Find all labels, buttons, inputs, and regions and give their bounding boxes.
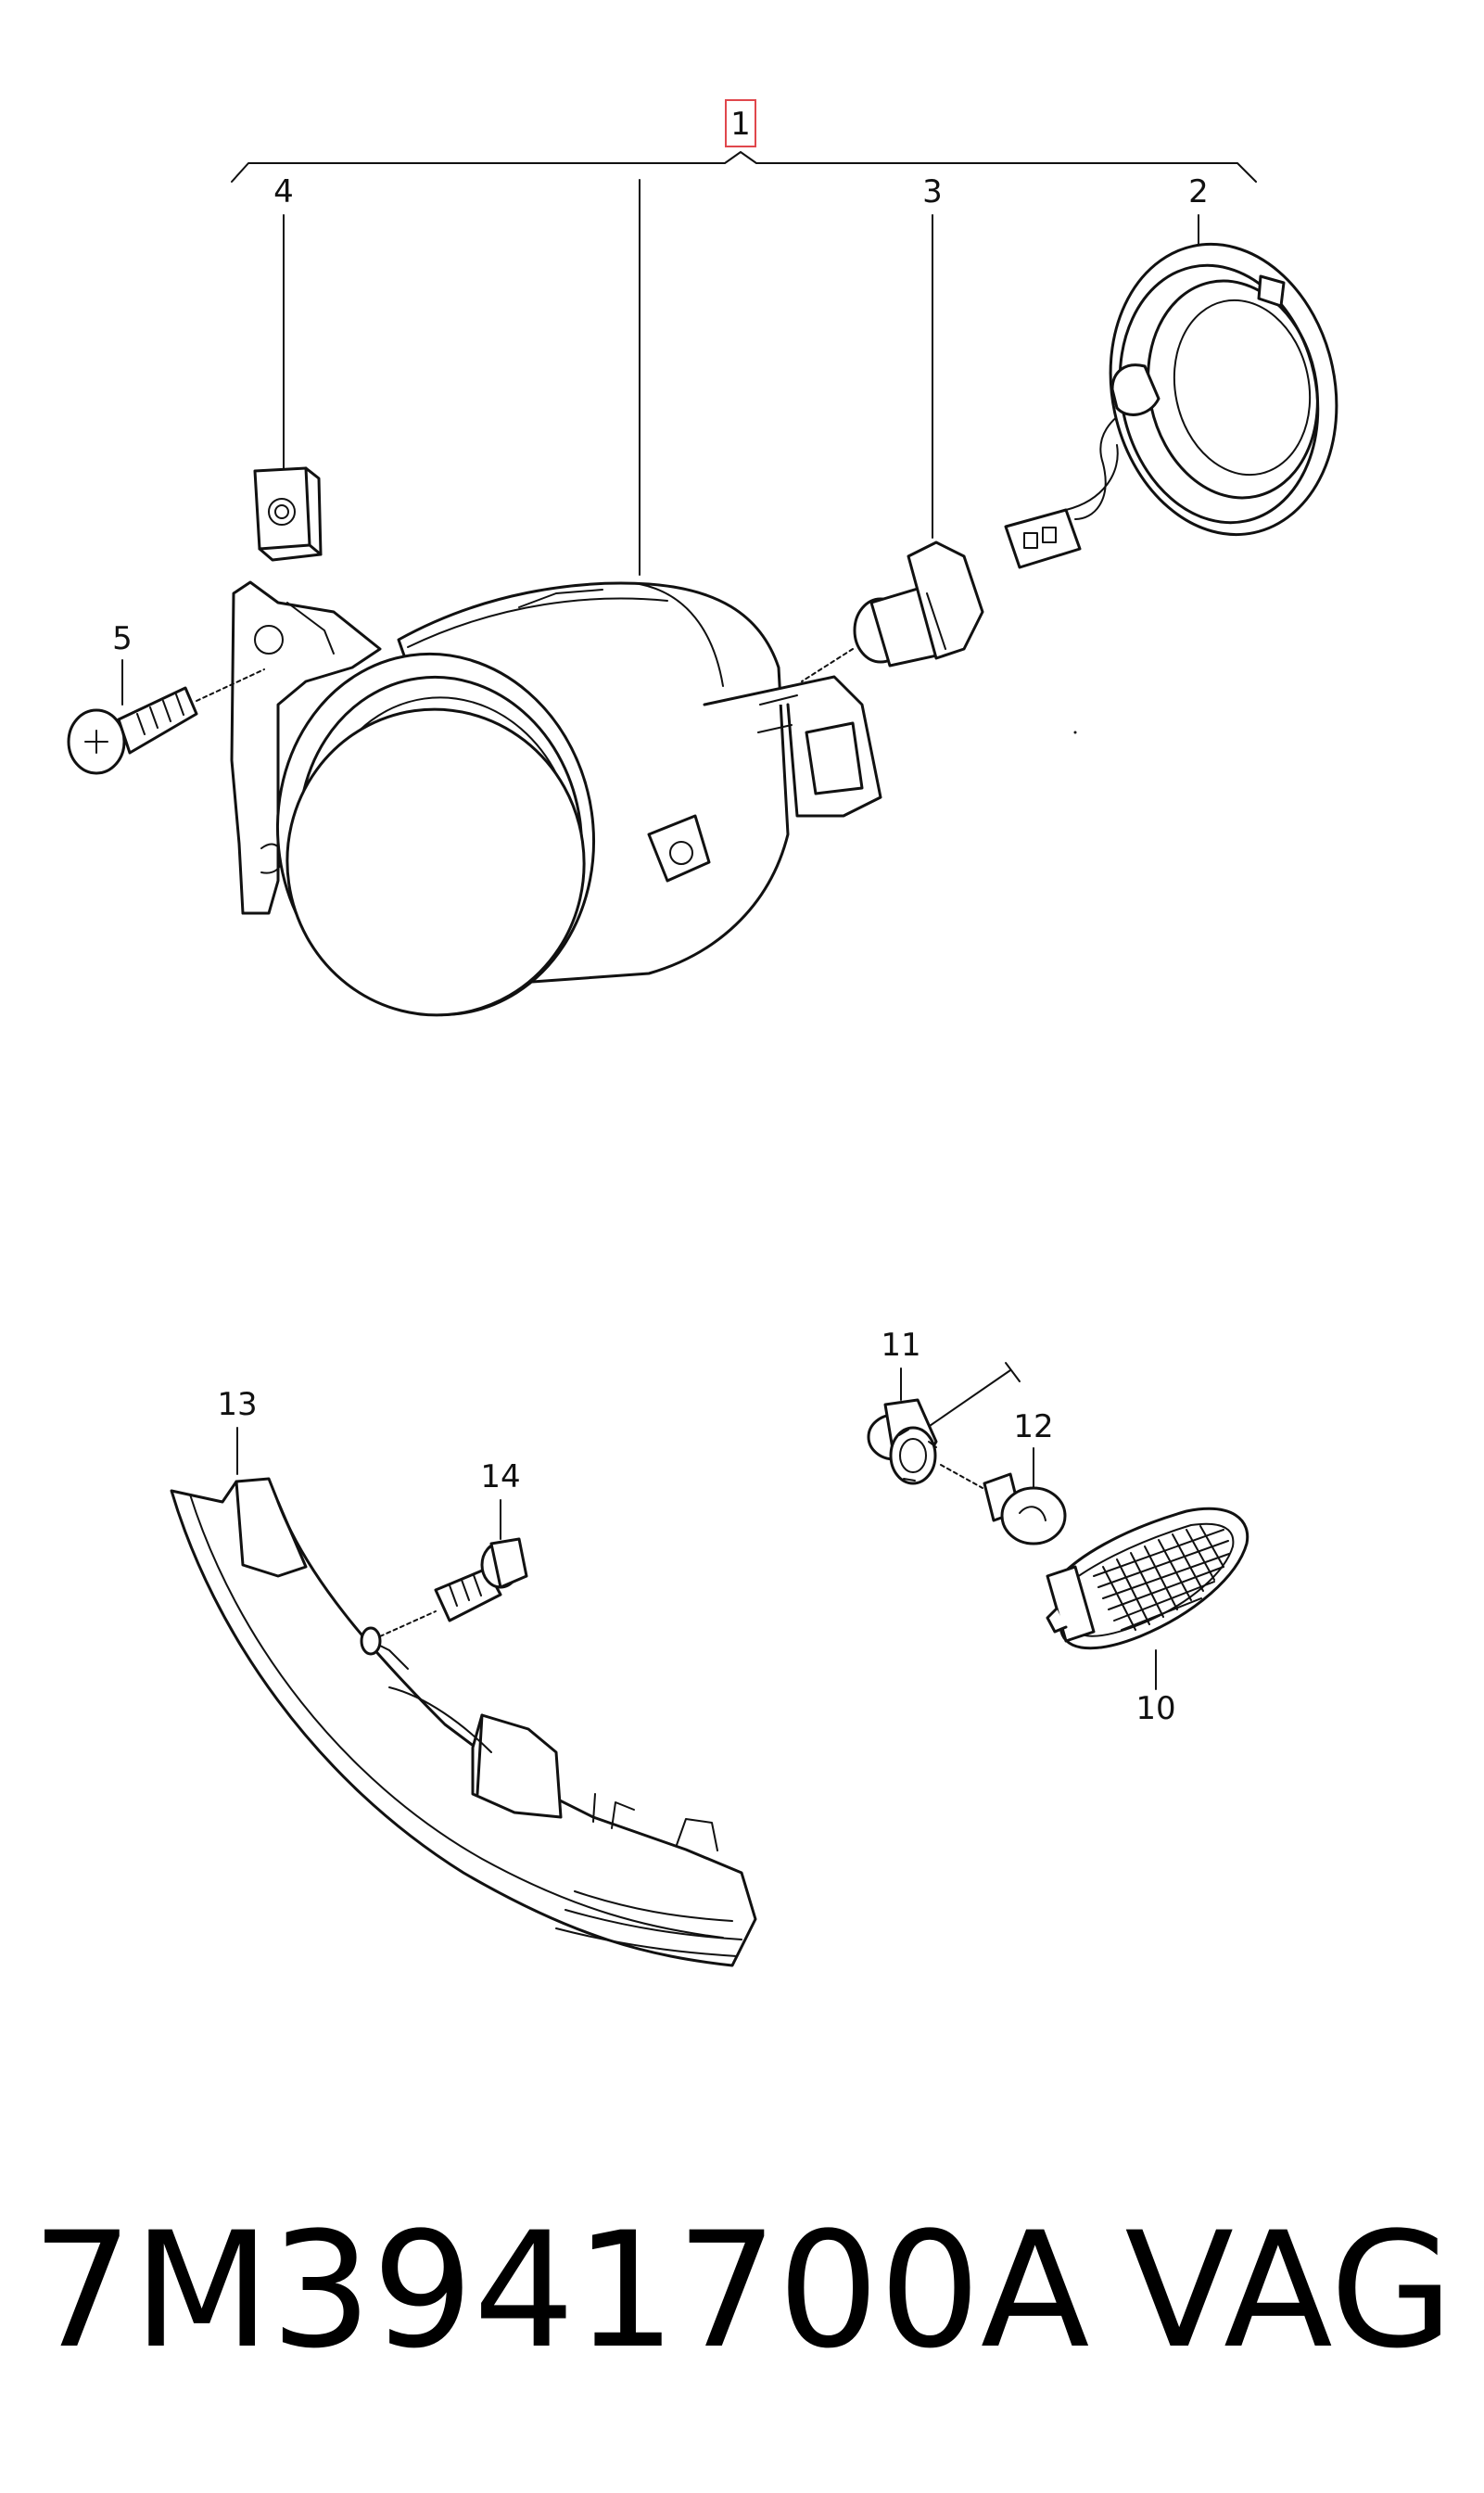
callout-4: 4 <box>273 173 294 210</box>
stray-mark <box>1073 731 1077 734</box>
lamp-mounting-bracket <box>230 580 382 915</box>
bulb-socket-part-11 <box>867 1362 1021 1485</box>
callout-12: 12 <box>1013 1408 1053 1445</box>
callout-13: 13 <box>217 1386 257 1423</box>
callout-2: 2 <box>1188 173 1209 210</box>
brand-caption: VAG <box>1124 2197 1453 2384</box>
callout-1-highlight-box <box>725 99 756 147</box>
cover-ring-part-2 <box>1109 242 1338 537</box>
side-marker-lens-grid <box>1093 1525 1230 1631</box>
screw-part-5 <box>67 668 265 775</box>
assembly-brace <box>231 151 1257 183</box>
fog-lamp-housing-part-1 <box>275 581 882 1017</box>
callout-14: 14 <box>480 1458 520 1495</box>
bulb-part-3 <box>801 541 984 682</box>
callout-5: 5 <box>112 620 133 657</box>
part-number-caption: 7M3941700A <box>32 2197 1090 2384</box>
indicator-lens-part-13 <box>170 1477 757 1967</box>
clip-nut-part-4 <box>253 466 323 562</box>
callout-11: 11 <box>881 1327 920 1364</box>
callout-3: 3 <box>922 173 943 210</box>
lamp-connector <box>1004 407 1132 569</box>
callout-1: 1 <box>730 106 751 143</box>
callout-10: 10 <box>1135 1690 1175 1727</box>
small-bulb-part-12 <box>940 1464 1067 1545</box>
side-marker-part-10 <box>1046 1507 1249 1650</box>
screw-part-14 <box>379 1537 528 1637</box>
